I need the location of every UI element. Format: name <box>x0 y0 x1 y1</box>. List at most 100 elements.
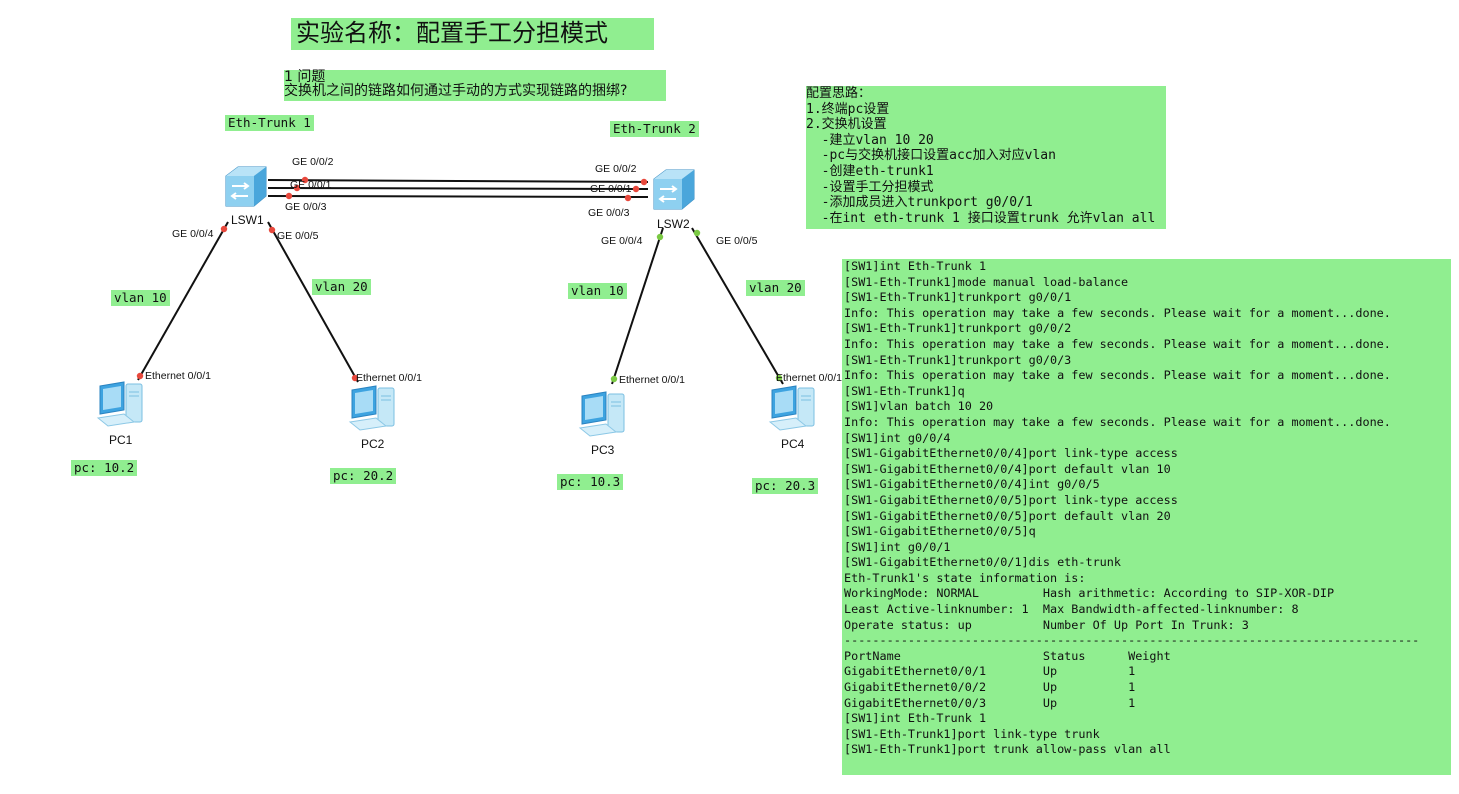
port-marker-sw1-g1 <box>293 184 301 192</box>
port-marker-sw1-g5 <box>268 226 276 234</box>
question-heading: 1 问题 <box>284 69 326 85</box>
device-label-pc2: PC2 <box>361 437 385 451</box>
cli-line: [SW1-Eth-Trunk1]q <box>844 383 965 398</box>
pc2-ip-label: pc: 20.2 <box>330 468 397 484</box>
idea-line: -设置手工分担模式 <box>806 179 934 195</box>
switch-icon-lsw1[interactable] <box>222 164 270 210</box>
port-marker-sw2-g4 <box>656 233 664 241</box>
idea-line: -创建eth-trunk1 <box>806 163 934 179</box>
config-ideas-box: 配置思路： 1.终端pc设置 2.交换机设置 -建立vlan 10 20 -pc… <box>806 86 1166 229</box>
cli-line: [SW1-GigabitEthernet0/0/4]int g0/0/5 <box>844 477 1100 492</box>
port-marker-sw2-g5 <box>693 229 701 237</box>
eth-trunk-1-label: Eth-Trunk 1 <box>225 115 314 131</box>
cli-line: WorkingMode: NORMAL Hash arithmetic: Acc… <box>844 586 1335 601</box>
cli-line: [SW1-Eth-Trunk1]port link-type trunk <box>844 726 1100 741</box>
port-marker-pc4 <box>775 374 783 382</box>
device-label-lsw1: LSW1 <box>231 213 264 227</box>
port-label-pc2-eth: Ethernet 0/0/1 <box>356 372 422 384</box>
cli-line: [SW1]int g0/0/1 <box>844 539 951 554</box>
vlan20-left-label: vlan 20 <box>312 279 371 295</box>
cli-line: GigabitEthernet0/0/1 Up 1 <box>844 664 1136 679</box>
port-label-sw1-g4: GE 0/0/4 <box>172 228 214 240</box>
port-label-sw1-g2: GE 0/0/2 <box>292 156 334 168</box>
pc-icon-pc4[interactable] <box>766 384 820 434</box>
device-label-pc4: PC4 <box>781 437 805 451</box>
port-label-pc3-eth: Ethernet 0/0/1 <box>619 374 685 386</box>
idea-line: 配置思路： <box>806 86 872 101</box>
pc4-ip-label: pc: 20.3 <box>752 478 819 494</box>
port-marker-sw1-g2 <box>301 176 309 184</box>
cli-line: [SW1-Eth-Trunk1]mode manual load-balance <box>844 274 1129 289</box>
cli-line: Info: This operation may take a few seco… <box>844 305 1391 320</box>
cli-line: [SW1]int Eth-Trunk 1 <box>844 711 987 726</box>
cli-line: [SW1-GigabitEthernet0/0/5]port link-type… <box>844 492 1178 507</box>
link-lsw1-pc1 <box>137 221 229 381</box>
trunk-link-g0-0-3 <box>267 195 649 198</box>
idea-line: -pc与交换机接口设置acc加入对应vlan <box>806 148 1056 164</box>
cli-line: [SW1]vlan batch 10 20 <box>844 399 994 414</box>
device-label-pc3: PC3 <box>591 443 615 457</box>
port-marker-pc2 <box>351 374 359 382</box>
idea-line: 1.终端pc设置 <box>806 101 890 117</box>
port-label-sw2-g5: GE 0/0/5 <box>716 235 758 247</box>
link-lsw2-pc4 <box>691 227 784 385</box>
cli-line: [SW1-Eth-Trunk1]port trunk allow-pass vl… <box>844 742 1171 757</box>
port-label-sw1-g5: GE 0/0/5 <box>277 230 319 242</box>
trunk-link-g0-0-1 <box>267 187 649 190</box>
switch-icon-lsw2[interactable] <box>650 167 698 213</box>
pc1-ip-label: pc: 10.2 <box>71 460 138 476</box>
port-label-pc1-eth: Ethernet 0/0/1 <box>145 370 211 382</box>
cli-line: [SW1]int g0/0/4 <box>844 430 951 445</box>
vlan10-right-label: vlan 10 <box>568 283 627 299</box>
eth-trunk-2-label: Eth-Trunk 2 <box>610 121 699 137</box>
pc3-ip-label: pc: 10.3 <box>557 474 624 490</box>
cli-line: Eth-Trunk1's state information is: <box>844 570 1086 585</box>
cli-line: GigabitEthernet0/0/2 Up 1 <box>844 680 1136 695</box>
cli-line: [SW1-GigabitEthernet0/0/5]port default v… <box>844 508 1171 523</box>
idea-line: -建立vlan 10 20 <box>806 132 934 148</box>
port-label-sw1-g3: GE 0/0/3 <box>285 201 327 213</box>
cli-line: PortName Status Weight <box>844 648 1171 663</box>
link-lsw2-pc3 <box>611 227 664 385</box>
vlan20-right-label: vlan 20 <box>746 280 805 296</box>
port-label-sw2-g1: GE 0/0/1 <box>590 183 632 195</box>
cli-line: Operate status: up Number Of Up Port In … <box>844 617 1249 632</box>
cli-line: [SW1-GigabitEthernet0/0/1]dis eth-trunk <box>844 555 1121 570</box>
pc-icon-pc1[interactable] <box>94 380 148 430</box>
cli-line: [SW1-Eth-Trunk1]trunkport g0/0/2 <box>844 321 1072 336</box>
port-label-sw2-g3: GE 0/0/3 <box>588 207 630 219</box>
idea-line: -在int eth-trunk 1 接口设置trunk 允许vlan all <box>806 210 1156 226</box>
pc-icon-pc2[interactable] <box>346 384 400 434</box>
port-marker-pc3 <box>610 375 618 383</box>
idea-line: -添加成员进入trunkport g0/0/1 <box>806 195 1033 211</box>
port-label-sw2-g4: GE 0/0/4 <box>601 235 643 247</box>
cli-line: Info: This operation may take a few seco… <box>844 336 1391 351</box>
link-lsw1-pc2 <box>267 221 359 383</box>
port-marker-pc1 <box>136 372 144 380</box>
device-label-pc1: PC1 <box>109 433 133 447</box>
port-marker-sw2-g1 <box>632 185 640 193</box>
cli-line: [SW1-GigabitEthernet0/0/5]q <box>844 524 1036 539</box>
cli-line: ----------------------------------------… <box>844 633 1420 648</box>
trunk-link-g0-0-2 <box>267 179 649 183</box>
cli-line: Least Active-linknumber: 1 Max Bandwidth… <box>844 602 1299 617</box>
port-label-pc4-eth: Ethernet 0/0/1 <box>776 372 842 384</box>
cli-output-box: [SW1]int Eth-Trunk 1 [SW1-Eth-Trunk1]mod… <box>842 259 1451 775</box>
idea-line: 2.交换机设置 <box>806 117 887 133</box>
device-label-lsw2: LSW2 <box>657 217 690 231</box>
port-marker-sw1-g4 <box>220 225 228 233</box>
cli-line: [SW1]int Eth-Trunk 1 <box>844 259 987 273</box>
cli-line: [SW1-GigabitEthernet0/0/4]port default v… <box>844 461 1171 476</box>
port-label-sw1-g1: GE 0/0/1 <box>290 179 332 191</box>
question-box: 1 问题 交换机之间的链路如何通过手动的方式实现链路的捆绑? <box>284 70 666 101</box>
question-text: 交换机之间的链路如何通过手动的方式实现链路的捆绑? <box>284 83 628 99</box>
cli-line: [SW1-Eth-Trunk1]trunkport g0/0/1 <box>844 290 1072 305</box>
pc-icon-pc3[interactable] <box>576 390 630 440</box>
cli-line: GigabitEthernet0/0/3 Up 1 <box>844 695 1136 710</box>
vlan10-left-label: vlan 10 <box>111 290 170 306</box>
cli-line: [SW1-Eth-Trunk1]trunkport g0/0/3 <box>844 352 1072 367</box>
port-marker-sw2-g3 <box>624 194 632 202</box>
port-marker-sw2-g2 <box>640 178 648 186</box>
experiment-title: 实验名称：配置手工分担模式 <box>291 18 654 50</box>
